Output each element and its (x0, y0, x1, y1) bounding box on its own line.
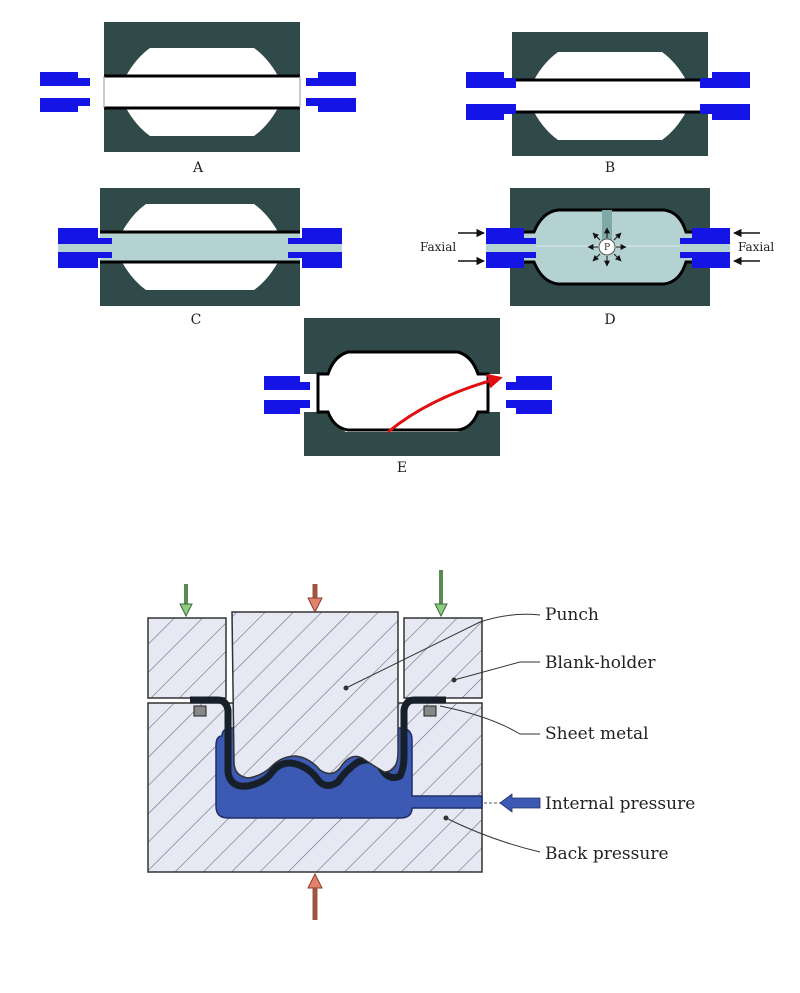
step-d: P Faxial Faxial D (420, 188, 774, 328)
left-plunger (40, 72, 90, 112)
leader-back-pressure (445, 817, 541, 853)
label-sheet-metal: Sheet metal (545, 724, 649, 744)
right-axial-force-arrows (733, 228, 760, 266)
blank-holder-force-right (434, 570, 448, 618)
right-plunger (506, 376, 552, 414)
upper-die (100, 188, 300, 232)
punch (231, 611, 399, 779)
right-plunger (306, 72, 356, 112)
fluid-filled-tube (100, 232, 300, 262)
upper-die (104, 22, 300, 76)
lower-die (100, 262, 300, 306)
back-pressure-arrow (307, 872, 323, 920)
label-punch: Punch (545, 605, 599, 625)
label-internal-pressure: Internal pressure (545, 794, 695, 814)
tube-blank (512, 80, 708, 112)
upper-die (512, 32, 708, 80)
formed-part (316, 350, 490, 432)
internal-pressure-arrow (484, 793, 541, 813)
lower-die (512, 112, 708, 156)
leader-punch (345, 613, 541, 689)
right-plunger (288, 228, 342, 268)
right-plunger (700, 72, 750, 120)
left-plunger (466, 72, 516, 120)
step-b: B (466, 32, 750, 176)
left-plunger (58, 228, 112, 268)
upper-die (304, 318, 500, 374)
punch-force-arrow (307, 584, 323, 614)
pressure-symbol: P (604, 243, 610, 253)
axial-force-label-right: Faxial (738, 240, 774, 254)
label-back-pressure: Back pressure (545, 844, 669, 864)
step-label: B (605, 160, 615, 176)
leader-sheet-metal (439, 705, 540, 735)
label-blank-holder: Blank-holder (545, 653, 656, 673)
blank-holder-right (403, 617, 483, 699)
lower-die (304, 412, 500, 456)
lower-die (104, 108, 300, 152)
step-c: C (58, 188, 342, 328)
fluid-inlet (602, 210, 612, 240)
sheet-hydroforming-die: Punch Blank-holder Sheet metal Internal … (147, 570, 695, 920)
blank-holder-force-left (179, 584, 193, 618)
step-e: E (264, 318, 552, 476)
seal-left (193, 705, 207, 717)
step-label: A (192, 160, 204, 176)
callout-leaders (343, 613, 541, 853)
seal-right (423, 705, 437, 717)
leader-blank-holder (453, 661, 540, 681)
sheet-metal (190, 696, 446, 790)
left-plunger (486, 228, 536, 268)
tube-blank (104, 76, 300, 108)
left-plunger (264, 376, 310, 414)
step-label: E (397, 460, 407, 476)
axial-force-label-left: Faxial (420, 240, 456, 254)
left-axial-force-arrows (458, 228, 485, 266)
right-plunger (680, 228, 730, 268)
blank-holder-left (147, 617, 227, 699)
step-a: A (40, 22, 356, 176)
part-removal-arrow (387, 373, 503, 434)
pressure-indicator: P (587, 227, 627, 267)
step-label: C (191, 312, 202, 328)
step-label: D (604, 312, 615, 328)
